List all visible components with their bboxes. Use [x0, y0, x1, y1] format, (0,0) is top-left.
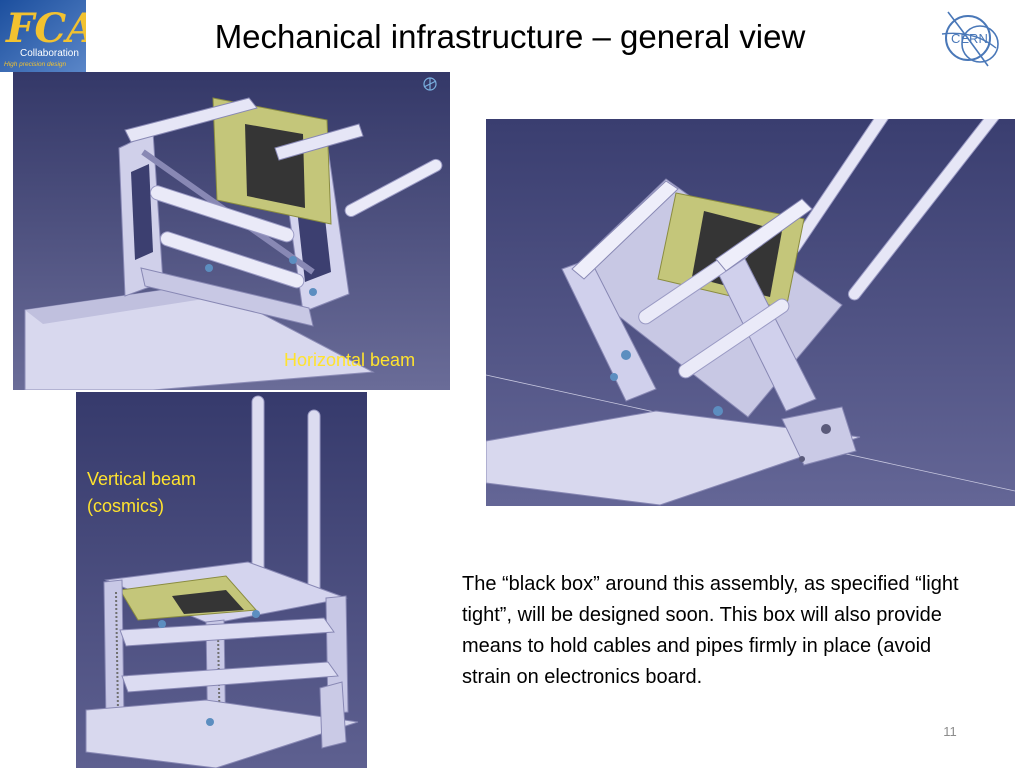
fcal-logo-text: Collaboration [20, 48, 79, 59]
cern-logo: CERN [934, 4, 1002, 72]
vertical-beam-caption-line2: (cosmics) [87, 496, 164, 516]
horizontal-beam-render [13, 72, 450, 390]
cern-logo-text: CERN [951, 31, 988, 46]
body-text: The “black box” around this assembly, as… [462, 573, 959, 688]
vertical-beam-render [76, 392, 367, 768]
fcal-logo: FCAL Collaboration High precision design [0, 0, 125, 72]
vertical-beam-caption-line1: Vertical beam [87, 469, 197, 489]
tilted-assembly-render [486, 119, 1015, 506]
slide-title: Mechanical infrastructure – general view [214, 18, 806, 55]
slide-number: 11 [943, 724, 957, 739]
horizontal-beam-caption: Horizontal beam [284, 350, 416, 370]
vertical-beam-caption: Vertical beam (cosmics) [87, 466, 196, 520]
fcal-logo-tagline: High precision design [4, 61, 67, 68]
svg-text:FCAL: FCAL [5, 5, 86, 52]
